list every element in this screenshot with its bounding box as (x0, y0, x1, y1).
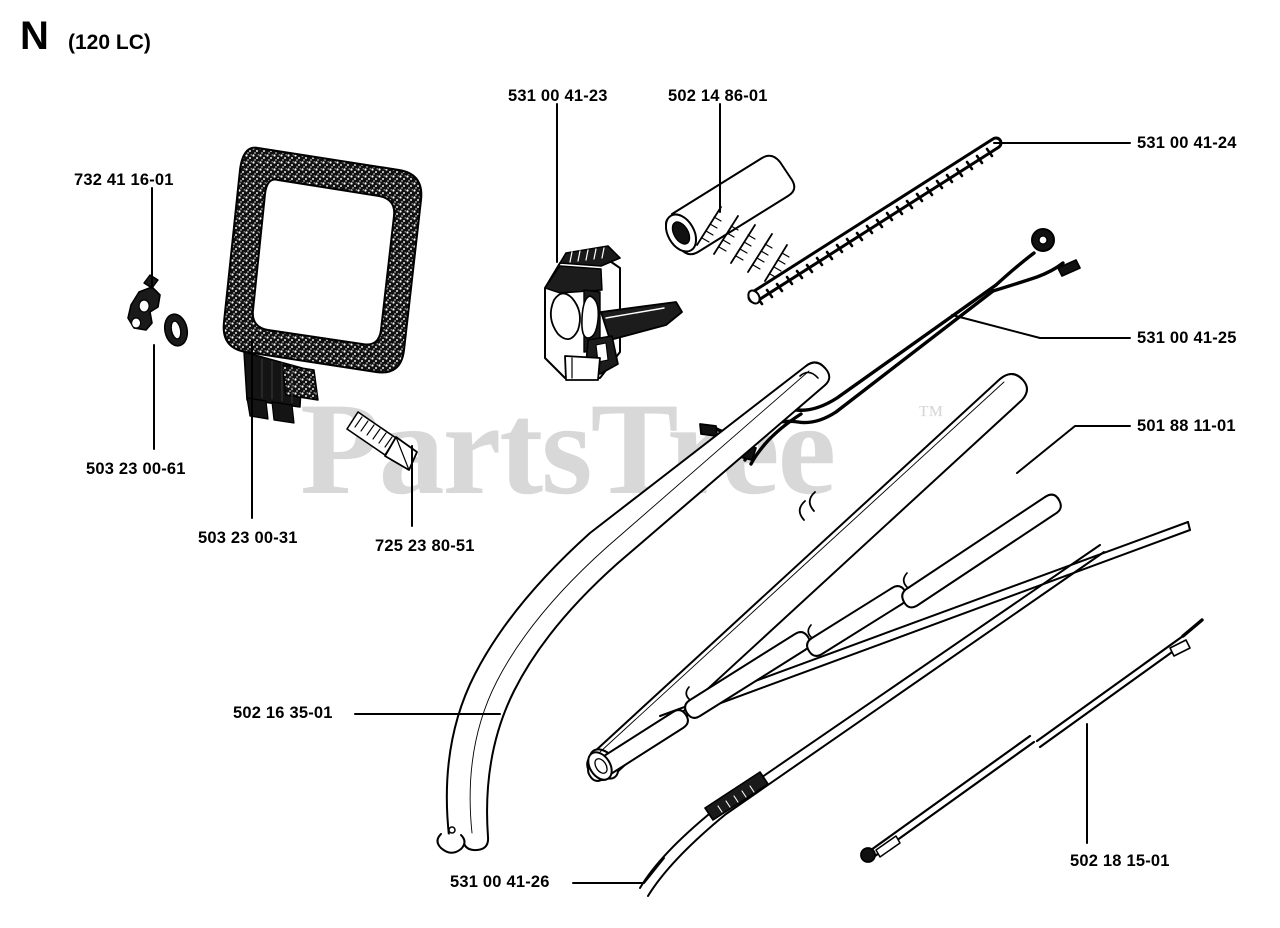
part-label-531-00-41-26: 531 00 41-26 (450, 873, 550, 891)
leader-lines (151, 103, 1131, 884)
part-label-501-88-11-01: 501 88 11-01 (1137, 417, 1236, 435)
part-label-531-00-41-25: 531 00 41-25 (1137, 329, 1237, 347)
section-model: (120 LC) (68, 31, 151, 54)
part-label-502-18-15-01: 502 18 15-01 (1070, 852, 1170, 870)
conduit-sleeve-part (747, 136, 1003, 306)
part-label-502-16-35-01: 502 16 35-01 (233, 704, 333, 722)
part-label-531-00-41-23: 531 00 41-23 (508, 87, 608, 105)
part-label-503-23-00-61: 503 23 00-61 (86, 460, 186, 478)
part-label-732-41-16-01: 732 41 16-01 (74, 171, 174, 189)
throttle-cable-part (860, 618, 1204, 863)
loop-handle-part (222, 146, 423, 424)
throttle-control-part (544, 245, 683, 381)
section-letter: N (20, 14, 49, 58)
part-label-502-14-86-01: 502 14 86-01 (668, 87, 768, 105)
leader-501-88-11-01 (1016, 425, 1131, 474)
screw-part (346, 411, 418, 471)
leader-531-00-41-26 (572, 857, 665, 884)
part-label-503-23-00-31: 503 23 00-31 (198, 529, 298, 547)
leader-531-00-41-25 (951, 314, 1131, 339)
upper-shaft-tube-part (586, 373, 1028, 781)
handle-grip-part (664, 154, 796, 282)
drive-shaft-part (587, 493, 1191, 897)
part-label-725-23-80-51: 725 23 80-51 (375, 537, 475, 555)
washer-part (163, 313, 189, 347)
handle-bracket-part (127, 274, 161, 331)
curved-shaft-tube-part (436, 361, 831, 854)
part-label-531-00-41-24: 531 00 41-24 (1137, 134, 1237, 152)
